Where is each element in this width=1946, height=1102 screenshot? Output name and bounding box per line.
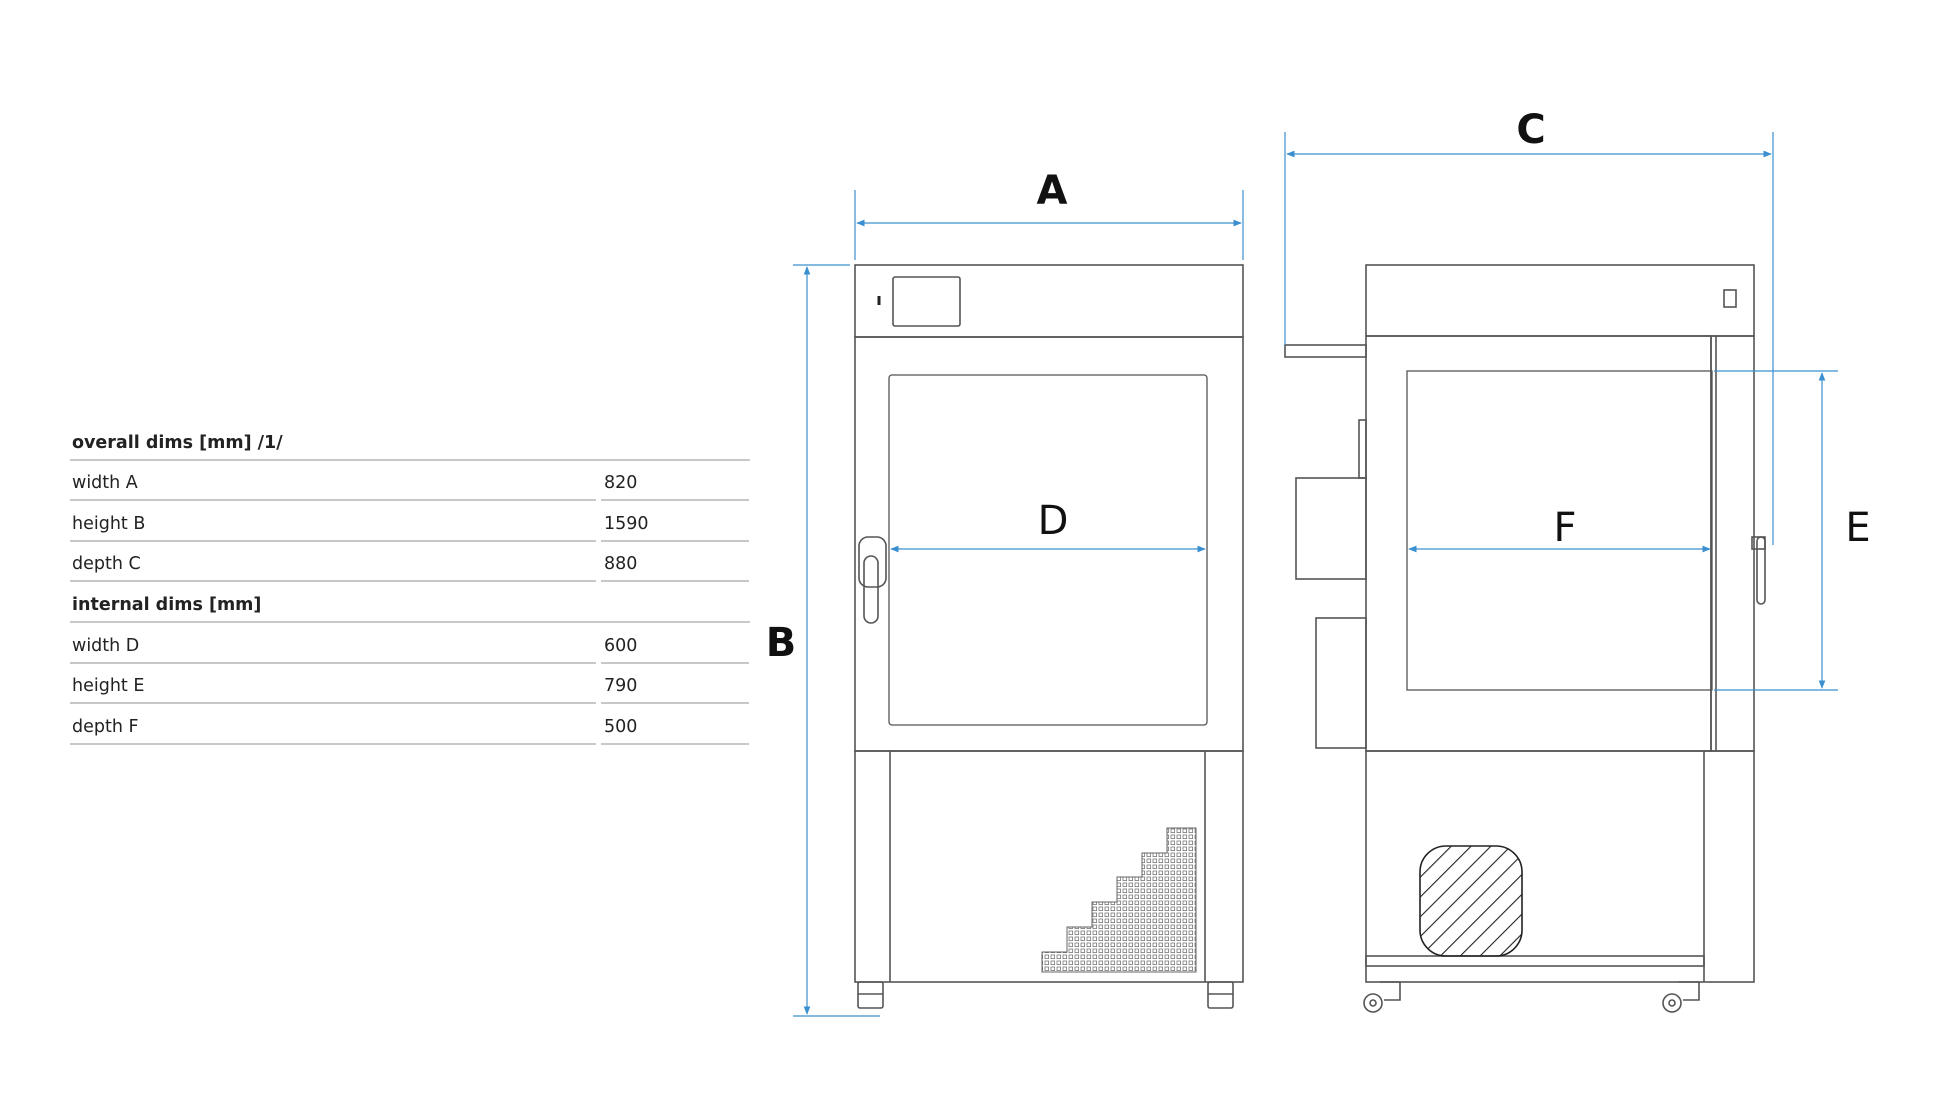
side-body xyxy=(1365,335,1712,752)
side-box-lower xyxy=(1315,617,1367,749)
front-vent-grille xyxy=(1041,827,1197,973)
dim-e-label: E xyxy=(1845,505,1870,551)
caster-right xyxy=(1662,981,1700,1013)
table-row: height E 790 xyxy=(70,664,750,705)
front-view xyxy=(854,264,1244,1009)
dim-b-label: B xyxy=(766,620,797,666)
width-a-value: 820 xyxy=(601,473,749,502)
front-display xyxy=(892,276,961,327)
height-b-value: 1590 xyxy=(601,514,749,542)
side-base xyxy=(1365,750,1755,983)
height-e-value: 790 xyxy=(601,676,749,705)
depth-f-label: depth F xyxy=(70,717,596,745)
table-row: depth C 880 xyxy=(70,542,750,583)
table-row: width D 600 xyxy=(70,623,750,664)
side-indicator xyxy=(1723,289,1737,308)
dim-c-label: C xyxy=(1516,107,1545,153)
front-window xyxy=(888,374,1208,726)
width-d-value: 600 xyxy=(601,636,749,664)
side-rear-bracket xyxy=(1284,344,1367,358)
side-vent-grille xyxy=(1419,845,1523,957)
side-chamber xyxy=(1406,370,1713,691)
front-door xyxy=(854,336,1244,752)
dim-f-label: F xyxy=(1553,505,1576,551)
height-b-label: height B xyxy=(70,514,596,542)
height-e-label: height E xyxy=(70,676,596,705)
table-row: width A 820 xyxy=(70,461,750,502)
side-view xyxy=(1284,264,1766,1013)
front-handle-base xyxy=(858,536,887,588)
dim-d-label: D xyxy=(1038,498,1069,544)
internal-dims-heading: internal dims [mm] xyxy=(70,595,750,623)
dimension-lines xyxy=(793,132,1838,1017)
caster-left xyxy=(1363,981,1401,1013)
width-d-label: width D xyxy=(70,636,596,664)
internal-dims-heading-row: internal dims [mm] xyxy=(70,582,750,623)
side-handle xyxy=(1756,536,1766,605)
side-door-edge xyxy=(1710,335,1755,752)
table-row: height B 1590 xyxy=(70,501,750,542)
depth-c-value: 880 xyxy=(601,554,749,583)
front-foot-right xyxy=(1207,981,1234,1009)
width-a-label: width A xyxy=(70,473,596,502)
front-foot-left xyxy=(857,981,884,1009)
depth-c-label: depth C xyxy=(70,554,596,583)
dim-a-label: A xyxy=(1037,168,1068,214)
overall-dims-heading: overall dims [mm] /1/ xyxy=(70,433,750,461)
side-connector xyxy=(1358,419,1367,479)
front-handle xyxy=(863,555,879,624)
side-box-upper xyxy=(1295,477,1367,580)
overall-dims-heading-row: overall dims [mm] /1/ xyxy=(70,420,750,461)
depth-f-value: 500 xyxy=(601,717,749,745)
table-row: depth F 500 xyxy=(70,704,750,745)
side-base-rail xyxy=(1365,955,1705,967)
front-base xyxy=(854,750,1244,983)
side-top-panel xyxy=(1365,264,1755,337)
dimensions-table: overall dims [mm] /1/ width A 820 height… xyxy=(70,420,750,745)
